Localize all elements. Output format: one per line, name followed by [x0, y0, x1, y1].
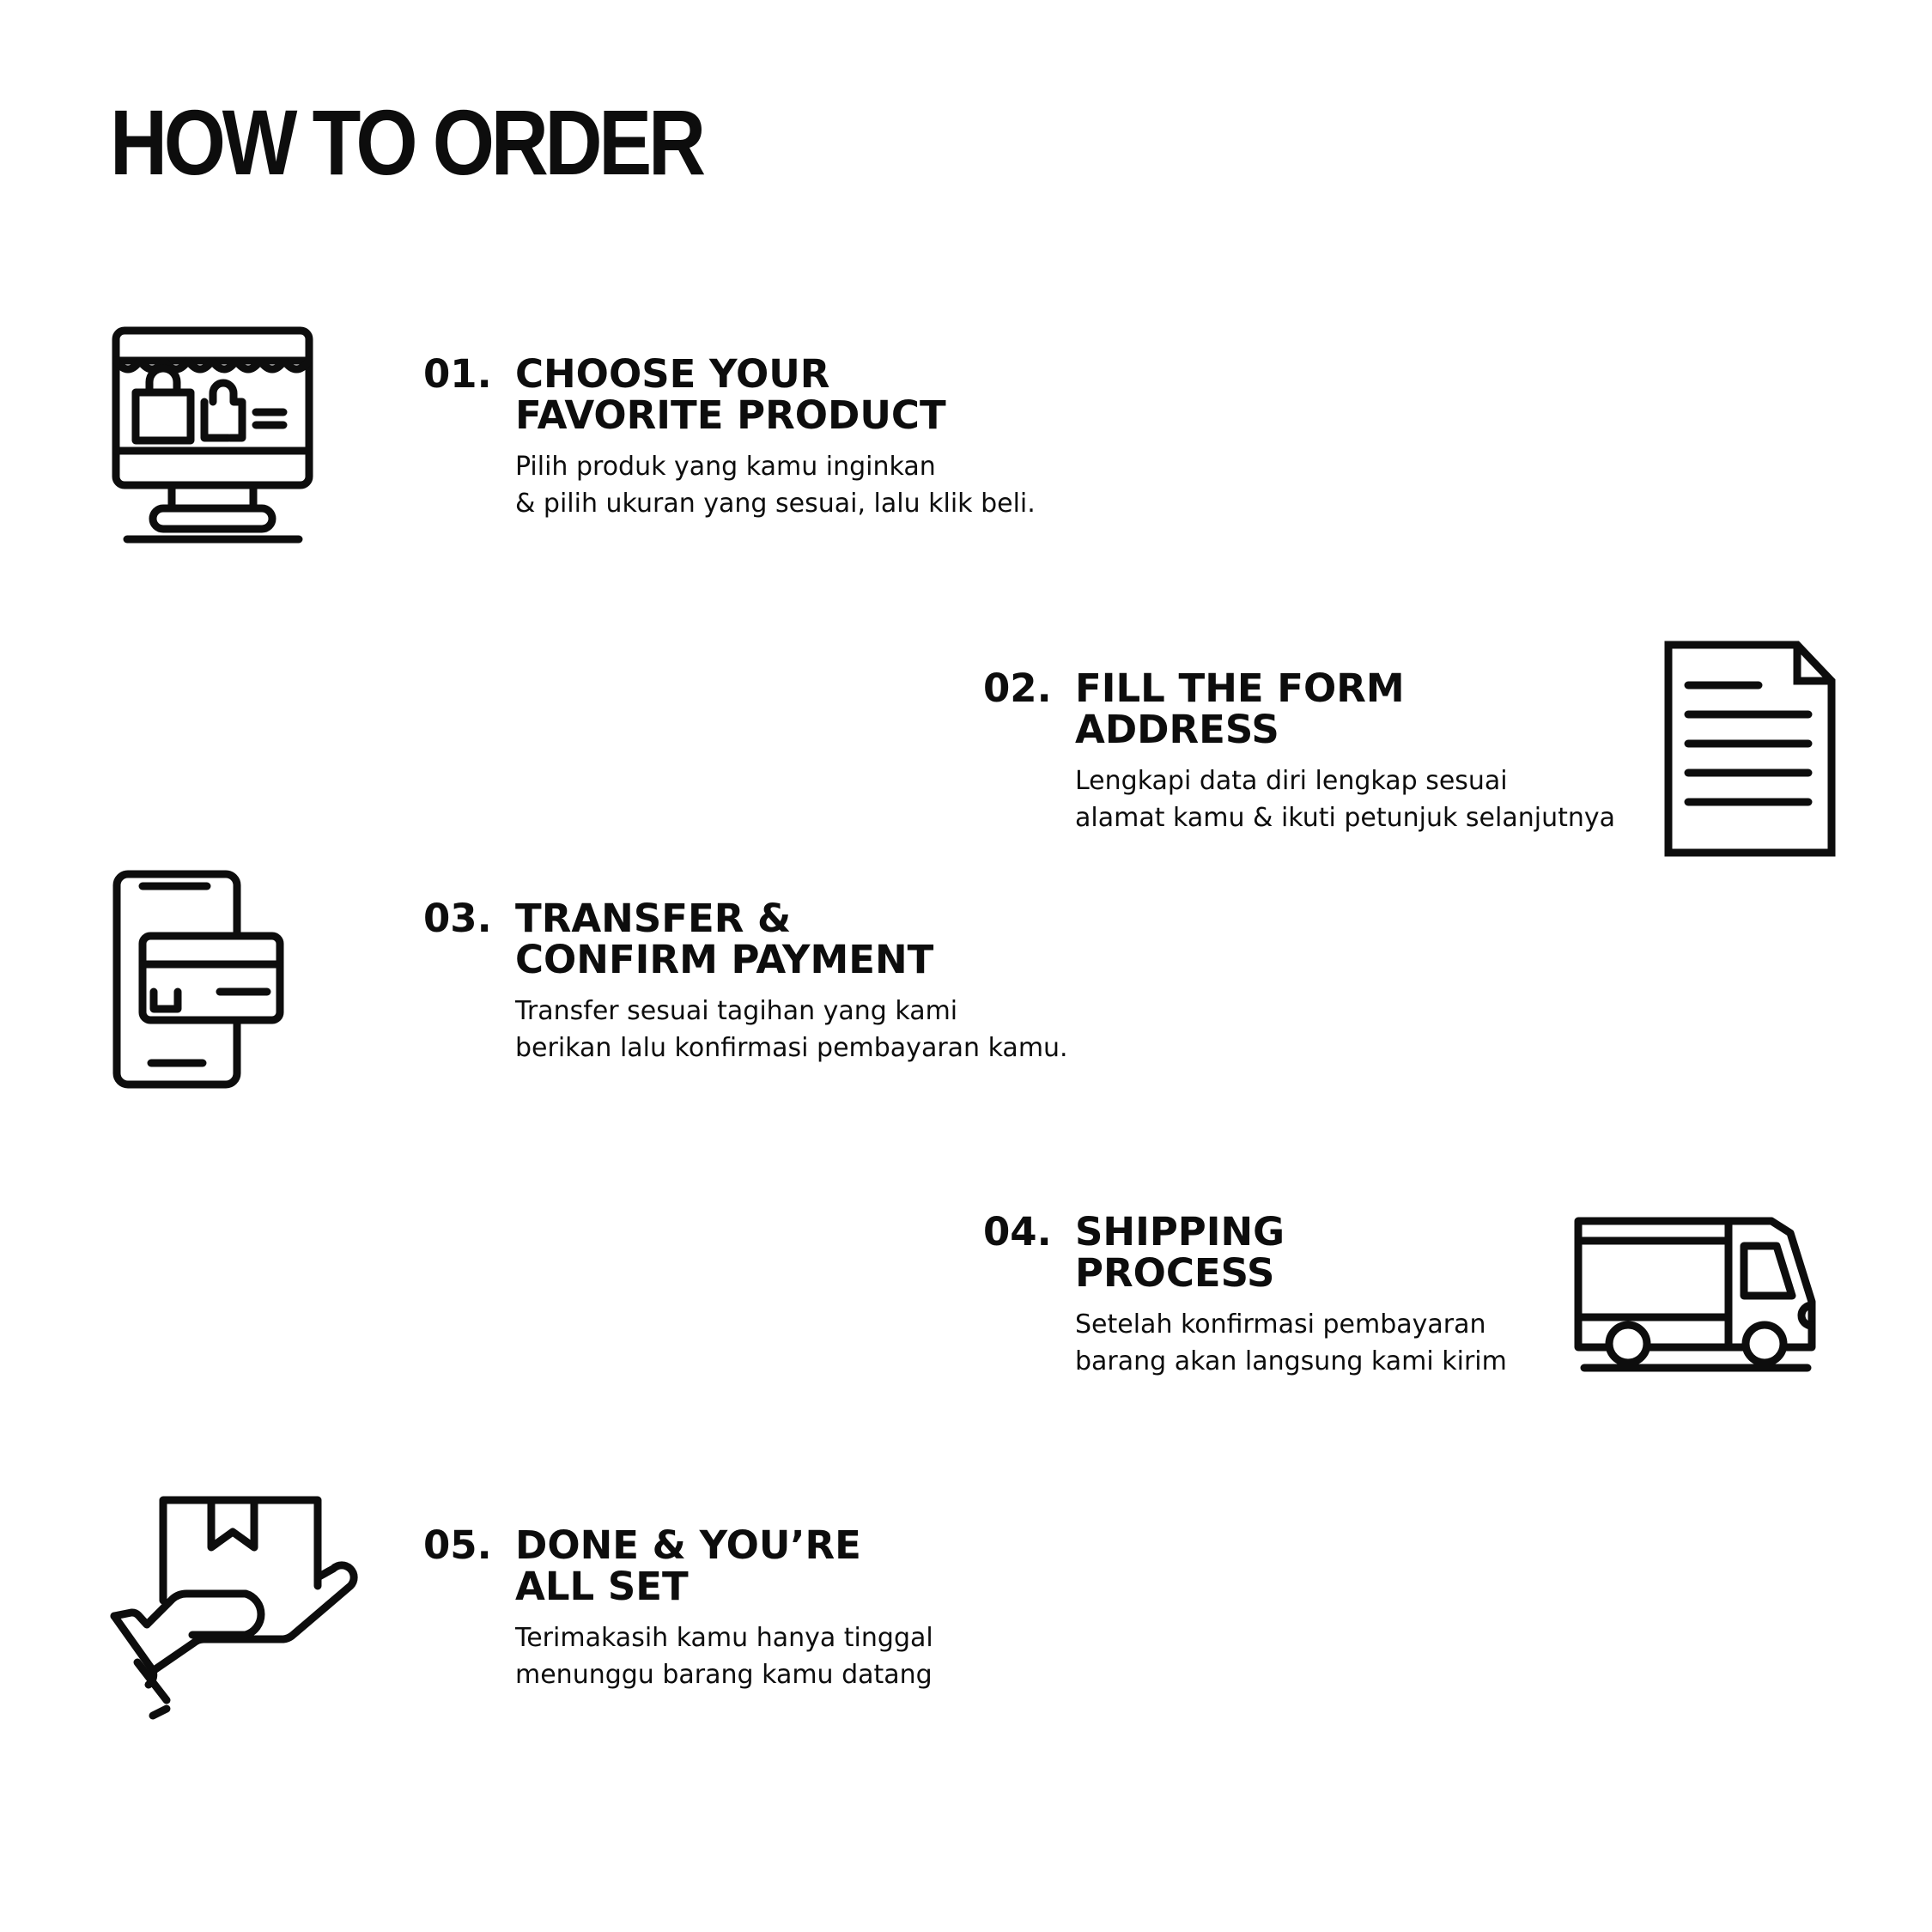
step-title-line: DONE & YOU’RE [515, 1522, 861, 1568]
step-number: 05. [423, 1522, 492, 1568]
step-title-line: SHIPPING [1075, 1209, 1285, 1255]
step-5: DONE & YOU’RE ALL SET Terimakasih kamu h… [515, 1525, 933, 1693]
step-title-line: PROCESS [1075, 1250, 1275, 1296]
step-description-line: & pilih ukuran yang sesuai, lalu klik be… [515, 489, 1036, 519]
step-number: 04. [983, 1209, 1052, 1255]
step-title: DONE & YOU’RE ALL SET [515, 1525, 933, 1607]
step-description: Setelah konfirmasi pembayaran barang aka… [1075, 1306, 1507, 1380]
step-description: Pilih produk yang kamu inginkan & pilih … [515, 448, 1036, 522]
step-title-line: CONFIRM PAYMENT [515, 937, 934, 982]
page-title: HOW TO ORDER [110, 90, 706, 194]
step-description-line: menunggu barang kamu datang [515, 1660, 933, 1690]
step-description-line: Terimakasih kamu hanya tinggal [515, 1623, 933, 1653]
step-description-line: barang akan langsung kami kirim [1075, 1346, 1507, 1376]
step-description-line: Setelah konfirmasi pembayaran [1075, 1309, 1486, 1340]
step-1: CHOOSE YOUR FAVORITE PRODUCT Pilih produ… [515, 354, 1036, 522]
step-title: SHIPPING PROCESS [1075, 1212, 1507, 1294]
step-3: TRANSFER & CONFIRM PAYMENT Transfer sesu… [515, 898, 1068, 1066]
step-number: 01. [423, 351, 492, 397]
mobile-payment-icon [112, 870, 284, 1089]
step-title-line: FILL THE FORM [1075, 665, 1405, 711]
step-4: SHIPPING PROCESS Setelah konfirmasi pemb… [1075, 1212, 1507, 1380]
document-icon [1664, 641, 1836, 857]
step-title-line: TRANSFER & [515, 896, 792, 941]
step-description: Terimakasih kamu hanya tinggal menunggu … [515, 1619, 933, 1693]
step-2: FILL THE FORM ADDRESS Lengkapi data diri… [1075, 668, 1615, 836]
step-description-line: alamat kamu & ikuti petunjuk selanjutnya [1075, 803, 1616, 833]
step-title-line: CHOOSE YOUR [515, 351, 830, 397]
step-title: CHOOSE YOUR FAVORITE PRODUCT [515, 354, 1036, 436]
step-title-line: FAVORITE PRODUCT [515, 392, 946, 438]
step-description-line: Lengkapi data diri lengkap sesuai [1075, 766, 1508, 796]
step-description: Lengkapi data diri lengkap sesuai alamat… [1075, 762, 1615, 836]
step-description: Transfer sesuai tagihan yang kami berika… [515, 993, 1068, 1066]
step-title: FILL THE FORM ADDRESS [1075, 668, 1615, 750]
online-shop-icon [112, 326, 313, 545]
step-title-line: ALL SET [515, 1564, 689, 1609]
step-number: 02. [983, 665, 1052, 711]
package-in-hand-icon [110, 1496, 363, 1721]
delivery-truck-icon [1574, 1217, 1819, 1372]
step-title: TRANSFER & CONFIRM PAYMENT [515, 898, 1068, 981]
step-title-line: ADDRESS [1075, 707, 1279, 752]
step-description-line: berikan lalu konfirmasi pembayaran kamu. [515, 1033, 1068, 1063]
step-number: 03. [423, 896, 492, 941]
step-description-line: Transfer sesuai tagihan yang kami [515, 996, 958, 1026]
step-description-line: Pilih produk yang kamu inginkan [515, 452, 936, 482]
